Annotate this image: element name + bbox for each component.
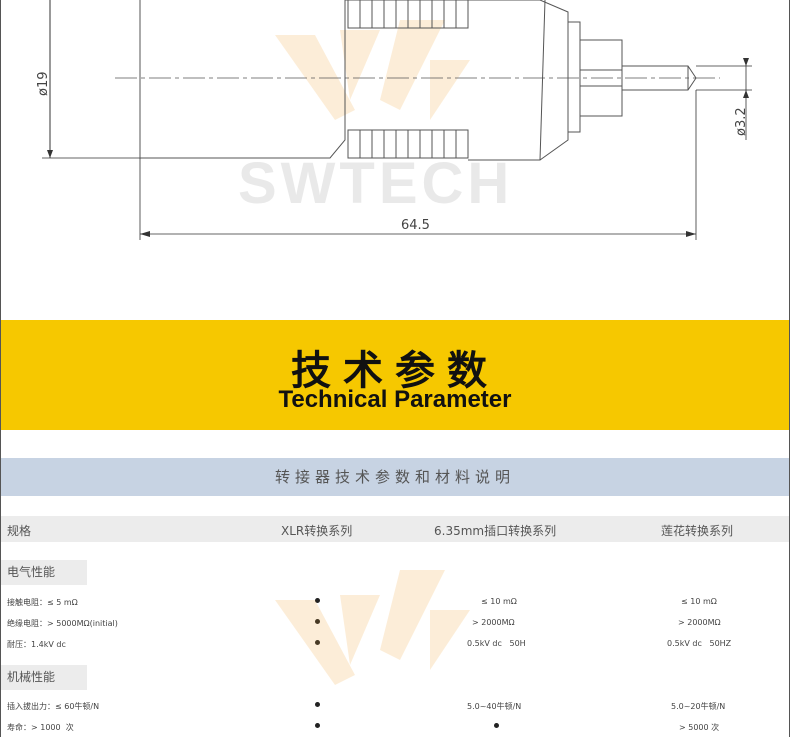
row-label: 寿命：> 1000 次 bbox=[7, 723, 74, 732]
row-label: 接触电阻：≤ 5 mΩ bbox=[7, 598, 78, 607]
table-header-row: 规格 XLR转换系列 6.35mm插口转换系列 莲花转换系列 bbox=[1, 516, 789, 542]
row-col4: > 5000 次 bbox=[679, 723, 720, 732]
row-label: 插入拔出力：≤ 60牛顿/N bbox=[7, 702, 100, 711]
banner-title-cn: 技术参数 bbox=[291, 348, 499, 394]
row-col3: 0.5kV dc 50H bbox=[467, 639, 526, 648]
row-label: 耐压：1.4kV dc bbox=[7, 640, 66, 649]
section-electrical: 电气性能 bbox=[1, 560, 87, 585]
header-xlr: XLR转换系列 bbox=[281, 524, 353, 538]
technical-drawing bbox=[42, 0, 752, 240]
bullet-icon bbox=[315, 598, 320, 603]
header-rca: 莲花转换系列 bbox=[661, 524, 734, 538]
row-col4: 5.0~20牛顿/N bbox=[671, 702, 726, 711]
bullet-icon bbox=[315, 723, 320, 728]
row-col4: ≤ 10 mΩ bbox=[681, 597, 717, 606]
banner-title-en: Technical Parameter bbox=[278, 386, 512, 413]
watermark-logo-icon bbox=[275, 20, 470, 120]
table-row: 接触电阻：≤ 5 mΩ ≤ 10 mΩ ≤ 10 mΩ bbox=[1, 594, 789, 612]
table-row: 插入拔出力：≤ 60牛顿/N 5.0~40牛顿/N 5.0~20牛顿/N bbox=[1, 698, 789, 716]
dimension-length: 64.5 bbox=[401, 218, 430, 233]
table-row: 耐压：1.4kV dc 0.5kV dc 50H 0.5kV dc 50HZ bbox=[1, 636, 789, 654]
dimension-diameter-19: ø19 bbox=[36, 71, 51, 97]
bullet-icon bbox=[315, 619, 320, 624]
dimension-diameter-3-2: ø3.2 bbox=[734, 107, 749, 136]
row-col4: 0.5kV dc 50HZ bbox=[667, 639, 732, 648]
watermark-logo-bottom-icon bbox=[275, 570, 470, 685]
row-col3: ≤ 10 mΩ bbox=[481, 597, 517, 606]
row-label: 绝缘电阻：> 5000MΩ(initial) bbox=[7, 619, 118, 628]
watermark-text: SWTECH bbox=[238, 151, 514, 216]
section-mechanical: 机械性能 bbox=[1, 665, 87, 690]
row-col4: > 2000MΩ bbox=[678, 618, 721, 627]
table-row: 寿命：> 1000 次 > 5000 次 bbox=[1, 719, 789, 737]
row-col3: > 2000MΩ bbox=[472, 618, 515, 627]
header-spec: 规格 bbox=[7, 524, 32, 538]
section-banner: 技术参数 Technical Parameter bbox=[1, 320, 789, 430]
table-title: 转接器技术参数和材料说明 bbox=[1, 458, 789, 496]
row-col3: 5.0~40牛顿/N bbox=[467, 702, 522, 711]
bullet-icon bbox=[494, 723, 499, 728]
bullet-icon bbox=[315, 702, 320, 707]
table-row: 绝缘电阻：> 5000MΩ(initial) > 2000MΩ > 2000MΩ bbox=[1, 615, 789, 633]
header-635: 6.35mm插口转换系列 bbox=[434, 524, 557, 538]
bullet-icon bbox=[315, 640, 320, 645]
